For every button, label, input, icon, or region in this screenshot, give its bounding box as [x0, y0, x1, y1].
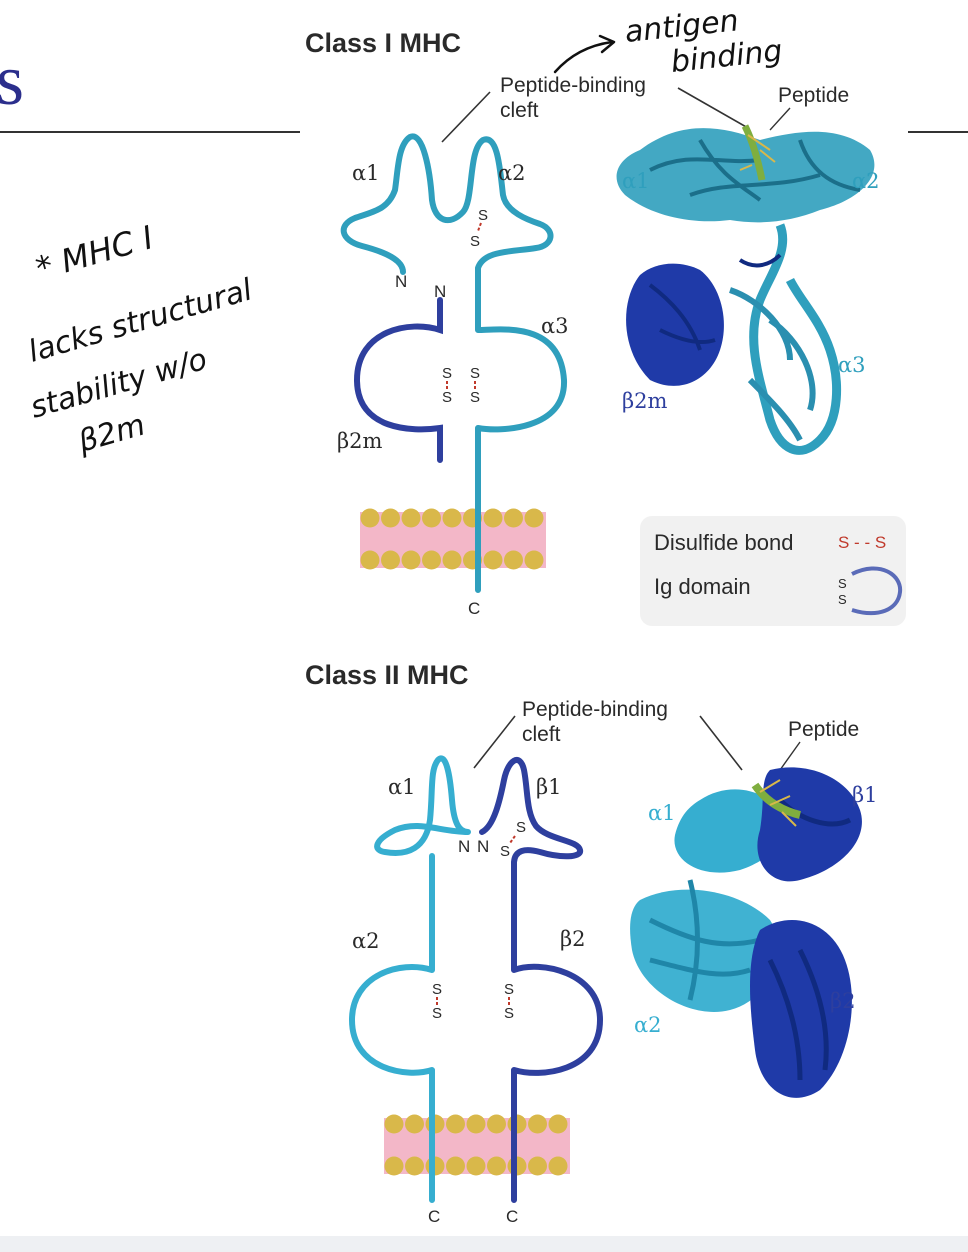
class1-cleft-label-line1: Peptide-binding: [500, 74, 646, 97]
class1-a1-label: α1: [352, 161, 380, 185]
class1-a2-label: α2: [498, 161, 526, 185]
lipid-head: [528, 1157, 547, 1176]
lipid-head: [443, 509, 462, 528]
slide-title-fragment: s: [0, 40, 24, 120]
class1-ribbon-a1-label: α1: [622, 169, 650, 193]
lipid-head: [402, 551, 421, 570]
class2-ribbon-a2-label: α2: [634, 1013, 662, 1037]
handwritten-note-line1: * MHC I: [32, 218, 158, 288]
class2-beta-c-terminus: C: [506, 1207, 518, 1226]
class2-alpha-n-terminus: N: [458, 837, 470, 856]
class2-a1-label: α1: [388, 775, 416, 799]
legend-disulfide-label: Disulfide bond: [654, 530, 793, 555]
class2-a2-sulfur-2: S: [432, 1005, 442, 1022]
class2-b2-label: β2: [560, 927, 586, 951]
class2-ribbon-b2-label: β2: [830, 989, 856, 1013]
class2-b1-sulfur-1: S: [516, 819, 526, 836]
class1-ribbon-a3-label: α3: [838, 353, 866, 377]
class2-b2-sulfur-2: S: [504, 1005, 514, 1022]
handwritten-note-line2: lacks structural: [25, 272, 257, 369]
handwritten-note-line4: β2m: [74, 407, 149, 460]
lipid-head: [549, 1157, 568, 1176]
lipid-head: [549, 1115, 568, 1134]
lipid-head: [446, 1115, 465, 1134]
class1-peptide-label: Peptide: [778, 84, 849, 107]
class2-b1-sulfur-2: S: [500, 843, 510, 860]
class1-cleft-leader: [442, 92, 490, 142]
class2-b1-label: β1: [536, 775, 562, 799]
class1-b2m-n-terminus: N: [434, 282, 446, 301]
class2-peptide-label: Peptide: [788, 718, 859, 741]
class1-a2-sulfur-2: S: [470, 233, 480, 250]
legend-ig-sulfur-2: S: [838, 592, 847, 607]
legend-ig-label: Ig domain: [654, 574, 751, 599]
handwritten-arrow-note: antigen binding: [555, 3, 784, 80]
lipid-head: [402, 509, 421, 528]
lipid-head: [361, 551, 380, 570]
lipid-head: [446, 1157, 465, 1176]
class2-title: Class II MHC: [305, 660, 469, 690]
handwritten-arrow: [555, 42, 612, 72]
lipid-head: [484, 509, 503, 528]
class1-cleft-label-line2: cleft: [500, 99, 539, 122]
lipid-head: [487, 1115, 506, 1134]
class1-a3-label: α3: [541, 314, 569, 338]
class2-beta-n-terminus: N: [477, 837, 489, 856]
lipid-head: [422, 551, 441, 570]
class1-a3-sulfur-2: S: [470, 389, 480, 406]
lipid-head: [385, 1157, 404, 1176]
lipid-head: [385, 1115, 404, 1134]
lipid-head: [467, 1115, 486, 1134]
class1-membrane: [360, 509, 546, 570]
class1-a2-disulfide: [478, 223, 481, 231]
class1-c-terminus: C: [468, 599, 480, 618]
class2-cleft-leader-right: [700, 716, 742, 770]
class1-alpha-n-terminus: N: [395, 272, 407, 291]
class1-b2m-sulfur-1: S: [442, 365, 452, 382]
class2-cleft-label-line1: Peptide-binding: [522, 698, 668, 721]
class1-title: Class I MHC: [305, 28, 461, 58]
lipid-head: [525, 551, 544, 570]
lipid-head: [525, 509, 544, 528]
lipid-head: [405, 1157, 424, 1176]
class1-ribbon-b2m-label: β2m: [622, 389, 668, 413]
class1-cleft-leader-right: [678, 88, 748, 128]
class2-cleft-label-line2: cleft: [522, 723, 561, 746]
bottom-strip: [0, 1236, 968, 1252]
legend-disulfide-symbol: S - - S: [838, 533, 886, 552]
lipid-head: [484, 551, 503, 570]
class2-a2-sulfur-1: S: [432, 981, 442, 998]
class2-b2-sulfur-1: S: [504, 981, 514, 998]
class1-b2m-sulfur-2: S: [442, 389, 452, 406]
lipid-head: [504, 509, 523, 528]
lipid-head: [381, 509, 400, 528]
lipid-head: [443, 551, 462, 570]
class1-ribbon-a2-label: α2: [852, 169, 880, 193]
handwritten-side-note: * MHC I lacks structural stability w/o β…: [25, 218, 257, 460]
lipid-head: [528, 1115, 547, 1134]
lipid-head: [405, 1115, 424, 1134]
class2-membrane: [384, 1115, 570, 1176]
class2-b1-disulfide: [510, 836, 515, 843]
class1-a3-sulfur-1: S: [470, 365, 480, 382]
class1-b2m-label: β2m: [337, 429, 383, 453]
lipid-head: [487, 1157, 506, 1176]
legend-ig-sulfur-1: S: [838, 576, 847, 591]
lipid-head: [381, 551, 400, 570]
class2-cleft-leader: [474, 716, 515, 768]
class2-ribbon-b1-label: β1: [852, 783, 878, 807]
class2-a2-label: α2: [352, 929, 380, 953]
class1-peptide-leader: [770, 108, 790, 130]
class2-alpha-c-terminus: C: [428, 1207, 440, 1226]
lipid-head: [422, 509, 441, 528]
lipid-head: [361, 509, 380, 528]
class2-peptide-leader: [780, 742, 800, 770]
lipid-head: [504, 551, 523, 570]
lipid-head: [467, 1157, 486, 1176]
class2-ribbon-a1-label: α1: [648, 801, 676, 825]
class1-a2-sulfur-1: S: [478, 207, 488, 224]
